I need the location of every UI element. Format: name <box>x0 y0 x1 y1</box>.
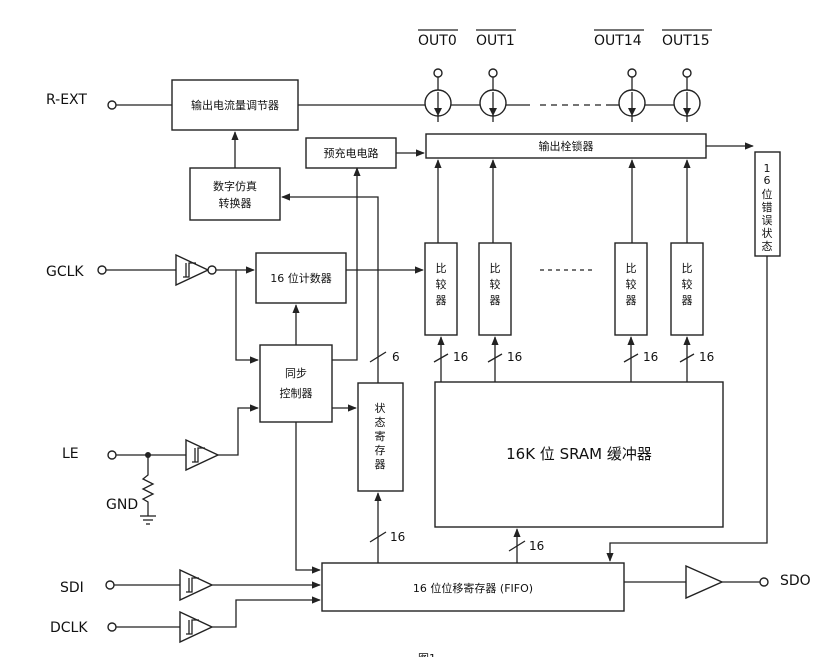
gclk-to-sync-wire <box>235 270 259 364</box>
sram-to-comparator-buses <box>433 336 695 382</box>
dac-block: 数字仿真 转换器 <box>189 167 281 221</box>
dac-label-line2: 转换器 <box>219 196 252 210</box>
counter-block: 16 位计数器 <box>255 252 347 304</box>
bus-label-status-out: 16 <box>390 530 405 544</box>
pin-label-gclk: GCLK <box>46 264 84 280</box>
status-register-block: 状 态 寄 存 器 <box>357 382 404 492</box>
bus-label-comp-15: 16 <box>699 350 714 364</box>
pin-label-dclk: DCLK <box>50 620 88 636</box>
dclk-to-shift-wire <box>212 596 321 628</box>
sync-to-shift-wire <box>295 422 321 574</box>
out0-label: OUT0 <box>418 33 457 49</box>
comparator-15-char2: 较 <box>682 277 693 291</box>
error-state-char2: 6 <box>764 174 771 187</box>
bus-label-comp-0: 16 <box>453 350 468 364</box>
status-reg-char5: 器 <box>375 458 386 471</box>
comparator-14-char2: 较 <box>626 277 637 291</box>
current-source-out0 <box>424 68 452 122</box>
comparator-14: 比 较 器 <box>614 242 648 336</box>
pin-label-sdo: SDO <box>780 573 811 589</box>
error-state-char6: 状 <box>762 226 773 240</box>
status-to-dac-wire <box>281 193 379 383</box>
le-to-sync-wire <box>218 404 259 456</box>
current-source-out15 <box>673 68 701 122</box>
pin-label-le: LE <box>62 446 79 462</box>
status-reg-char3: 寄 <box>375 429 386 443</box>
current-source-out14 <box>618 68 646 122</box>
status-reg-char1: 状 <box>375 401 386 415</box>
figure-caption: 图1 <box>418 652 436 657</box>
pin-sdi-terminal <box>105 580 115 590</box>
out1-label: OUT1 <box>476 33 515 49</box>
out15-label: OUT15 <box>662 33 710 49</box>
current-regulator-label: 输出电流量调节器 <box>191 98 279 112</box>
sdi-schmitt-buffer <box>179 568 214 602</box>
bus-label-comp-14: 16 <box>643 350 658 364</box>
bus-label-comp-1: 16 <box>507 350 522 364</box>
pin-label-sdi: SDI <box>60 580 84 596</box>
pin-le-terminal <box>107 450 117 460</box>
pin-gclk-terminal <box>97 265 107 275</box>
output-latch-block: 输出栓锁器 <box>425 133 707 159</box>
comparator-1-char2: 较 <box>490 277 501 291</box>
output-pin-out14: OUT14 <box>594 29 644 49</box>
shift-register-block: 16 位位移寄存器 (FIFO) <box>321 562 625 612</box>
comparator-1-char1: 比 <box>490 262 501 275</box>
output-pin-out15: OUT15 <box>662 29 712 49</box>
output-latch-label: 输出栓锁器 <box>539 139 594 153</box>
bus-label-sram-in: 16 <box>529 539 544 553</box>
shift-register-label: 16 位位移寄存器 (FIFO) <box>413 581 533 595</box>
comparator-0-char1: 比 <box>436 262 447 275</box>
pin-dclk-terminal <box>107 622 117 632</box>
dac-label-line1: 数字仿真 <box>213 179 257 193</box>
pin-sdo-terminal <box>759 577 769 587</box>
pin-r-ext-terminal <box>107 100 117 110</box>
status-reg-char4: 存 <box>375 443 386 457</box>
comparator-15-char1: 比 <box>682 262 693 275</box>
sync-label-line2: 控制器 <box>280 386 313 400</box>
error-state-char7: 态 <box>762 240 773 253</box>
error-state-char4: 错 <box>762 200 773 214</box>
error-to-shift-wire <box>606 256 768 562</box>
comparator-15: 比 较 器 <box>670 242 704 336</box>
sram-label: 16K 位 SRAM 缓冲器 <box>506 445 652 463</box>
error-state-block: 1 6 位 错 误 状 态 <box>754 151 781 257</box>
error-state-char5: 误 <box>762 214 773 227</box>
comparator-15-char3: 器 <box>682 294 693 307</box>
comparator-14-char3: 器 <box>626 294 637 307</box>
sync-to-precharge-wire <box>332 167 361 361</box>
output-pin-out1: OUT1 <box>476 29 516 49</box>
comparator-0: 比 较 器 <box>424 242 458 336</box>
status-reg-char2: 态 <box>375 416 386 429</box>
precharge-label: 预充电电路 <box>324 146 379 160</box>
gclk-schmitt-buffer <box>175 253 217 287</box>
current-regulator-block: 输出电流量调节器 <box>171 79 299 131</box>
current-source-out1 <box>479 68 507 122</box>
counter-label: 16 位计数器 <box>270 271 332 285</box>
error-state-char1: 1 <box>764 162 771 175</box>
sdo-output-buffer <box>685 564 724 600</box>
pin-label-r-ext: R-EXT <box>46 92 87 108</box>
pin-label-gnd: GND <box>106 497 138 513</box>
comparator-0-char2: 较 <box>436 277 447 291</box>
sync-label-line1: 同步 <box>285 367 307 380</box>
gnd-resistor <box>140 455 156 525</box>
bus-label-status-in: 6 <box>392 350 400 364</box>
error-state-char3: 位 <box>762 187 773 201</box>
sram-buffer-block: 16K 位 SRAM 缓冲器 <box>434 381 724 528</box>
comparator-0-char3: 器 <box>436 294 447 307</box>
output-pin-out0: OUT0 <box>418 29 458 49</box>
comparator-1-char3: 器 <box>490 294 501 307</box>
le-schmitt-buffer <box>185 438 220 472</box>
comparator-1: 比 较 器 <box>478 242 512 336</box>
sync-controller-block: 同步 控制器 <box>259 344 333 423</box>
out14-label: OUT14 <box>594 33 642 49</box>
precharge-block: 预充电电路 <box>305 137 397 169</box>
comparator-14-char1: 比 <box>626 262 637 275</box>
dclk-schmitt-buffer <box>179 610 214 644</box>
